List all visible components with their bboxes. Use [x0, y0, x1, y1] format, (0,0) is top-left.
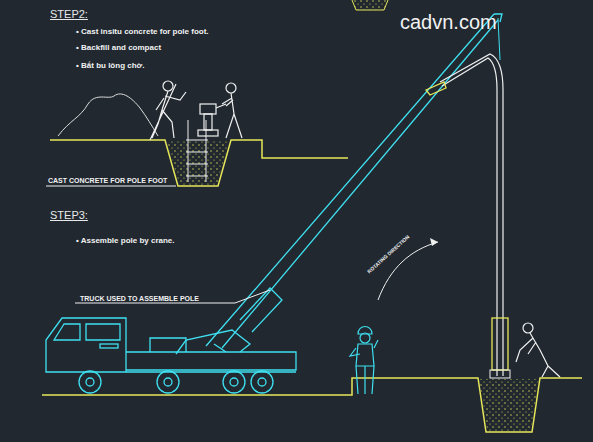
- worker-signaller: [350, 327, 378, 395]
- soil-heap: [58, 94, 158, 136]
- step-note: • Bắt bu lông chờ.: [76, 61, 144, 71]
- anchor-cage: [186, 120, 208, 182]
- concrete-fragment: [352, 0, 388, 10]
- street-light-pole: [426, 54, 510, 378]
- leader-line: [75, 303, 235, 304]
- arrowhead: [430, 238, 438, 246]
- watermark: cadvn.com: [400, 10, 497, 34]
- crane-cable: [498, 18, 500, 60]
- compactor: [198, 104, 226, 136]
- worker-bolting: [516, 323, 560, 377]
- pole-foot-concrete: [167, 141, 229, 185]
- worker-compacting: [222, 83, 242, 138]
- step-heading: STEP3:: [50, 209, 88, 222]
- step-note: • Cast insitu concrete for pole foot.: [76, 27, 209, 37]
- part-label: TRUCK USED TO ASSEMBLE POLE: [80, 295, 199, 303]
- leader-line: [235, 290, 270, 303]
- ground-line: [42, 378, 582, 432]
- step-note: • Backfill and compact: [76, 43, 161, 53]
- worker-shovel: [150, 81, 186, 140]
- step-note: • Assemble pole by crane.: [76, 236, 175, 246]
- step-heading: STEP2:: [50, 8, 88, 21]
- part-label: CAST CONCRETE FOR POLE FOOT: [48, 177, 167, 185]
- crane-truck: [46, 14, 502, 393]
- direction-label: ROTATING DIRECTION: [366, 234, 410, 275]
- pole-foot-concrete: [479, 379, 539, 431]
- leader-line: [46, 186, 176, 187]
